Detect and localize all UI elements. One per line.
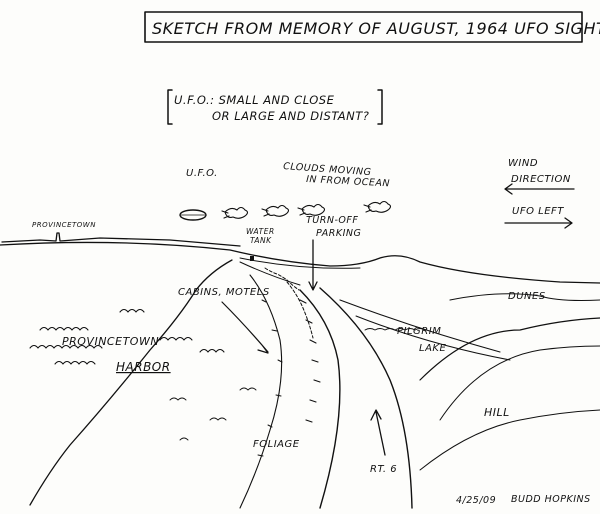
- ufo-icon: [179, 209, 207, 221]
- wind-arrow-icon: [504, 183, 575, 195]
- ufo-left-arrow-icon: [504, 217, 573, 229]
- pilgrim-label-line-1: PILGRIM: [397, 326, 441, 337]
- town-skyline: [1, 232, 241, 247]
- harbor-label-line-2: HARBOR: [116, 360, 171, 374]
- water-tank-icon: [250, 256, 254, 261]
- route-arrow-icon: [370, 409, 386, 456]
- clouds-label-line-2: IN FROM OCEAN: [306, 174, 390, 189]
- turnoff-label-line-1: TURN-OFF: [306, 215, 358, 226]
- foliage-label: FOLIAGE: [253, 439, 300, 450]
- pilgrim-label-line-2: LAKE: [419, 343, 446, 354]
- cabins-motels-label: CABINS, MOTELS: [178, 287, 270, 298]
- cloud-icon: [221, 206, 249, 219]
- cabins-arrow-icon: [221, 301, 269, 354]
- harbor-label-line-1: PROVINCETOWN: [62, 335, 159, 348]
- sketch-title: SKETCH FROM MEMORY OF AUGUST, 1964 UFO S…: [152, 19, 600, 38]
- wind-label-line-2: DIRECTION: [511, 174, 571, 185]
- cloud-icon: [363, 200, 392, 213]
- cloud-icon: [261, 204, 290, 217]
- water-tank-label-line-2: TANK: [250, 236, 272, 245]
- provincetown-town-label: PROVINCETOWN: [32, 221, 96, 229]
- ufo-left-label: UFO LEFT: [512, 206, 564, 217]
- ufo-label: U.F.O.: [186, 168, 218, 179]
- question-line-2: OR LARGE AND DISTANT?: [212, 109, 369, 123]
- hill-label: HILL: [484, 406, 510, 419]
- sketch-date: 4/25/09: [456, 495, 496, 506]
- wind-label-line-1: WIND: [508, 158, 538, 169]
- question-bracket-left: [167, 89, 173, 125]
- turnoff-label-line-2: PARKING: [316, 228, 361, 239]
- landscape: [0, 241, 600, 509]
- cloud-icon: [297, 203, 326, 216]
- title-box: [144, 11, 583, 43]
- water-tank-label-line-1: WATER: [246, 227, 275, 236]
- route-label: RT. 6: [370, 464, 397, 475]
- artist-signature: BUDD HOPKINS: [511, 494, 591, 505]
- question-line-1: U.F.O.: SMALL AND CLOSE: [174, 93, 335, 107]
- question-bracket-right: [377, 89, 383, 125]
- harbor-waves: [29, 308, 225, 365]
- dunes-label: DUNES: [508, 291, 546, 302]
